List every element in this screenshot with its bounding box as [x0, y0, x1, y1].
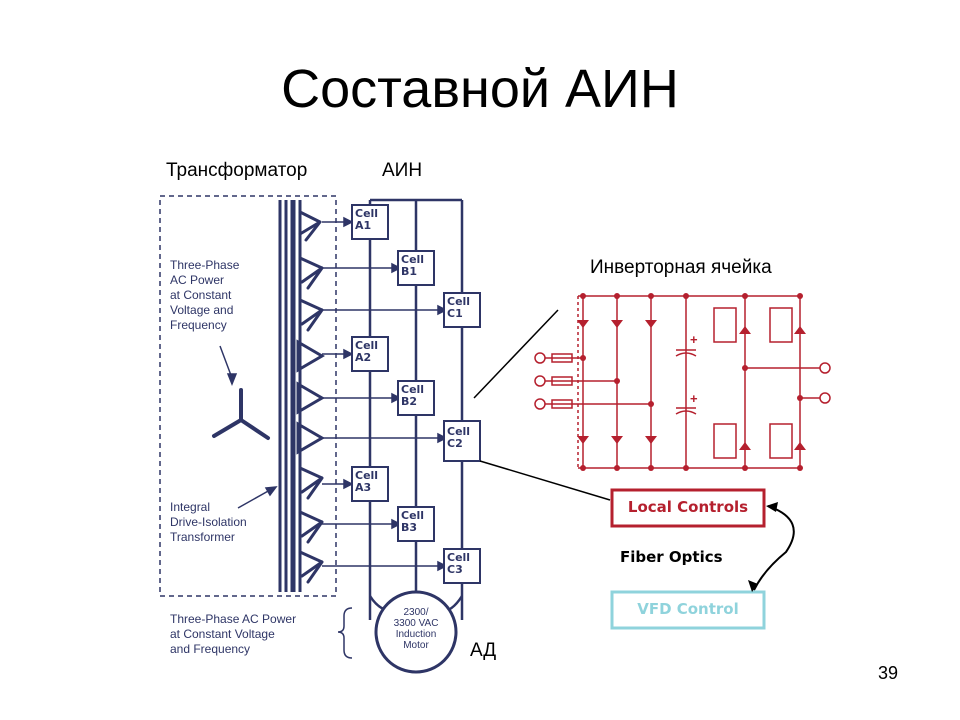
cell-label-top: Cell [447, 295, 471, 308]
cell-a3-box [351, 466, 389, 502]
svg-text:+: + [690, 332, 698, 347]
caption-line: Three-Phase AC Power [170, 612, 297, 626]
slide-title: Составной АИН [281, 59, 679, 119]
cell-c1-box [443, 292, 481, 328]
cell-c3-box [443, 548, 481, 584]
secondary-windings [296, 210, 325, 584]
cell-b1-box [397, 250, 435, 286]
output-brace [337, 607, 353, 659]
caption-line: and Frequency [170, 642, 251, 656]
cell-label-bottom: C2 [447, 437, 463, 450]
cell-label-bottom: B2 [401, 395, 418, 408]
three-phase-input-caption: Three-Phase AC Power at Constant Voltage… [170, 258, 239, 333]
transformer-core [278, 200, 302, 592]
caption-line: at Constant [170, 288, 232, 302]
transformer-caption: Integral Drive-Isolation Transformer [170, 500, 247, 545]
inverter-cell-label: Инверторная ячейка [590, 257, 772, 278]
fiber-arrow-top [766, 502, 778, 512]
caption-line: Three-Phase [170, 258, 240, 272]
transformer-label: Трансформатор [166, 160, 308, 181]
motor-ad-label: АД [470, 640, 497, 661]
fiber-optics-link [753, 505, 795, 591]
vfd-control-box [610, 590, 766, 630]
svg-text:+: + [690, 391, 698, 406]
fiber-arrow-bottom [748, 580, 758, 592]
cell-label-bottom: B1 [401, 265, 418, 278]
caption-line: Transformer [170, 530, 235, 544]
cell-b2-box [397, 380, 435, 416]
cell-label-top: Cell [355, 469, 379, 482]
motor-line: Motor [403, 640, 429, 651]
cell-label-top: Cell [355, 207, 379, 220]
motor-line: 3300 VAC [393, 618, 439, 629]
cell-label-top: Cell [355, 339, 379, 352]
caption-line: Drive-Isolation [170, 515, 247, 529]
local-controls-box [610, 488, 766, 528]
cell-b3-box [397, 506, 435, 542]
cell-label-top: Cell [447, 551, 471, 564]
motor-caption: 2300/ 3300 VAC Induction Motor [380, 607, 452, 651]
cell-label-bottom: C1 [447, 307, 463, 320]
output-caption: Three-Phase AC Power at Constant Voltage… [170, 612, 296, 657]
caption-line: Integral [170, 500, 211, 514]
cell-label-bottom: A2 [355, 351, 372, 364]
cell-feeders [322, 216, 448, 572]
inverter-label: АИН [382, 160, 423, 181]
caption-line: AC Power [170, 273, 225, 287]
input-arrow [219, 345, 238, 387]
cell-label-bottom: A3 [355, 481, 372, 494]
input-wye-icon [212, 388, 270, 440]
cell-label-top: Cell [401, 383, 425, 396]
induction-motor-circle [374, 590, 458, 674]
inverter-nodes [580, 293, 803, 471]
cell-a1-box [351, 204, 389, 240]
zoom-line-top [473, 309, 559, 399]
motor-line: 2300/ [403, 607, 429, 618]
fiber-optics-label: Fiber Optics [620, 548, 723, 566]
cell-label-bottom: C3 [447, 563, 463, 576]
caption-line: Voltage and [170, 303, 234, 317]
local-controls-label: Local Controls [627, 498, 749, 516]
cell-label-bottom: A1 [355, 219, 372, 232]
zoom-line-bottom [479, 460, 611, 501]
cell-a2-box [351, 336, 389, 372]
cell-c2-box [443, 420, 481, 462]
cell-label-top: Cell [401, 509, 425, 522]
cell-label-bottom: B3 [401, 521, 418, 534]
caption-line: Frequency [170, 318, 227, 332]
page-number: 39 [878, 663, 899, 683]
cell-label-top: Cell [401, 253, 425, 266]
cell-label-top: Cell [447, 425, 471, 438]
cell-boxes [351, 204, 481, 584]
inverter-diodes [577, 320, 806, 450]
vfd-control-label: VFD Control [637, 600, 739, 618]
caption-line: at Constant Voltage [170, 627, 275, 641]
transformer-arrow [237, 486, 278, 509]
motor-line: Induction [395, 629, 437, 640]
